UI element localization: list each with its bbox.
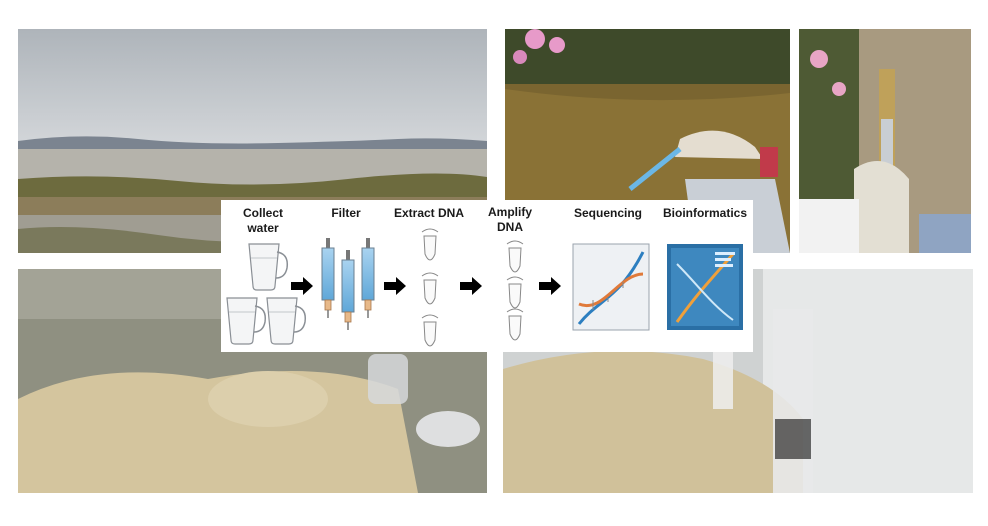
step-collect-label-2: water — [246, 221, 279, 235]
step-extract-label: Extract DNA — [394, 206, 464, 220]
step-collect-label-1: Collect — [243, 206, 283, 220]
filter-syringe-icon — [321, 237, 335, 319]
dna-helix-icon — [572, 243, 650, 331]
step-filter-label: Filter — [331, 206, 361, 220]
bioinformatics-icon — [667, 244, 743, 330]
tube-icon — [506, 240, 524, 273]
arrow-right-icon — [291, 277, 313, 295]
tube-icon — [506, 308, 524, 341]
tube-icon — [506, 276, 524, 309]
edna-workflow-diagram: Collect water Filter Extract DNA Amplify… — [221, 200, 753, 352]
water-pitcher-icon — [248, 243, 289, 291]
water-pitcher-icon — [266, 297, 307, 345]
tube-icon — [421, 272, 439, 305]
arrow-right-icon — [384, 277, 406, 295]
tube-icon — [421, 228, 439, 261]
step-amplify-label-1: Amplify — [488, 205, 532, 219]
filter-syringe-icon — [361, 237, 375, 319]
step-bioinformatics-label: Bioinformatics — [663, 206, 747, 220]
water-pitcher-icon — [226, 297, 267, 345]
step-sequencing-label: Sequencing — [574, 206, 642, 220]
arrow-right-icon — [539, 277, 561, 295]
arrow-right-icon — [460, 277, 482, 295]
step-amplify-label-2: DNA — [497, 220, 523, 234]
filter-syringe-icon — [341, 249, 355, 331]
syringe-outdoor-photo — [799, 29, 971, 253]
tube-icon — [421, 314, 439, 347]
